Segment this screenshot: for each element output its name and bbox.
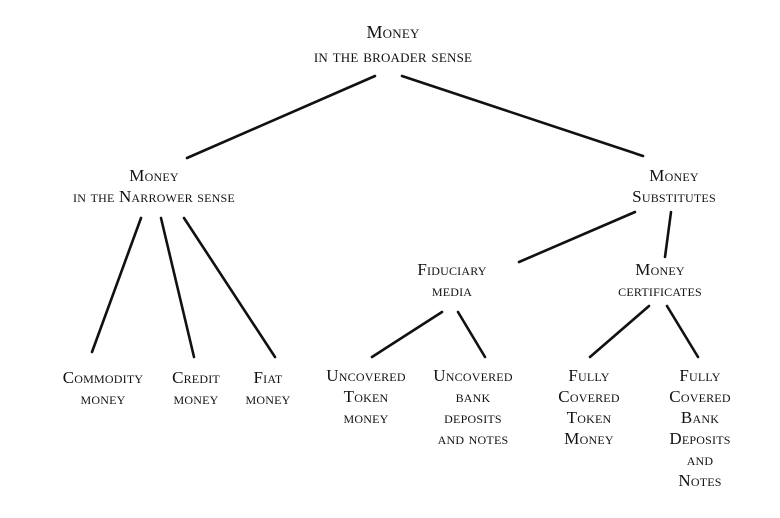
node-label-line: Credit [172,368,220,387]
node-label-line: Token [566,408,612,427]
node-label-line: and [686,450,714,469]
node-label-line: Uncovered [326,366,406,385]
edge-substitutes-fiduciary [517,210,637,264]
node-fully-covered-bank-deposits: Fully Covered Bank Deposits and Notes [669,365,730,491]
node-label-line: Fully [568,366,610,385]
node-label-line: in the broader sense [313,46,473,66]
edge-root-narrower [185,74,377,160]
node-label-line: Fiduciary [417,260,487,279]
node-label-line: Fiat [253,368,283,387]
edge-narrower-fiat [182,216,277,359]
node-fiat-money: Fiat money [246,367,291,409]
node-label-line: bank [455,387,491,406]
node-label-line: media [431,281,473,300]
node-label-line: Substitutes [632,187,716,206]
node-label-line: money [80,389,126,408]
node-label-line: Covered [669,387,731,406]
node-label-line: certificates [618,281,702,300]
node-label-line: money [245,389,291,408]
node-commodity-money: Commodity money [63,367,143,409]
node-label-line: Money [366,22,420,42]
node-label-line: Money [129,166,179,185]
node-fully-covered-token-money: Fully Covered Token Money [558,365,619,449]
node-money-broader-sense: Money in the broader sense [314,20,472,68]
node-label-line: Bank [680,408,720,427]
edge-certificates-fully-bank [665,304,700,359]
node-label-line: Commodity [62,368,144,387]
node-label-line: Notes [678,471,722,490]
node-label-line: Deposits [669,429,731,448]
node-fiduciary-media: Fiduciary media [417,259,486,301]
edge-fiduciary-uncovered-token [370,310,444,359]
edge-fiduciary-uncovered-bank [456,310,487,359]
node-label-line: Money [564,429,614,448]
node-label-line: Fully [679,366,721,385]
edge-certificates-fully-token [588,304,651,359]
edge-narrower-credit [159,216,196,359]
node-label-line: and notes [437,429,509,448]
node-label-line: money [343,408,389,427]
node-label-line: Covered [558,387,620,406]
node-uncovered-bank-deposits: Uncovered bank deposits and notes [433,365,512,449]
node-money-substitutes: Money Substitutes [632,165,716,207]
node-label-line: in the Narrower sense [73,187,235,206]
node-label-line: money [173,389,219,408]
node-label-line: Money [635,260,685,279]
node-label-line: Token [343,387,389,406]
edge-substitutes-certificates [663,210,673,259]
node-credit-money: Credit money [172,367,220,409]
node-label-line: deposits [444,408,502,427]
edge-root-substitutes [400,74,645,158]
node-label-line: Money [649,166,699,185]
node-money-narrower-sense: Money in the Narrower sense [73,165,235,207]
node-label-line: Uncovered [433,366,513,385]
node-uncovered-token-money: Uncovered Token money [326,365,405,428]
edge-narrower-commodity [90,216,143,354]
node-money-certificates: Money certificates [618,259,702,301]
